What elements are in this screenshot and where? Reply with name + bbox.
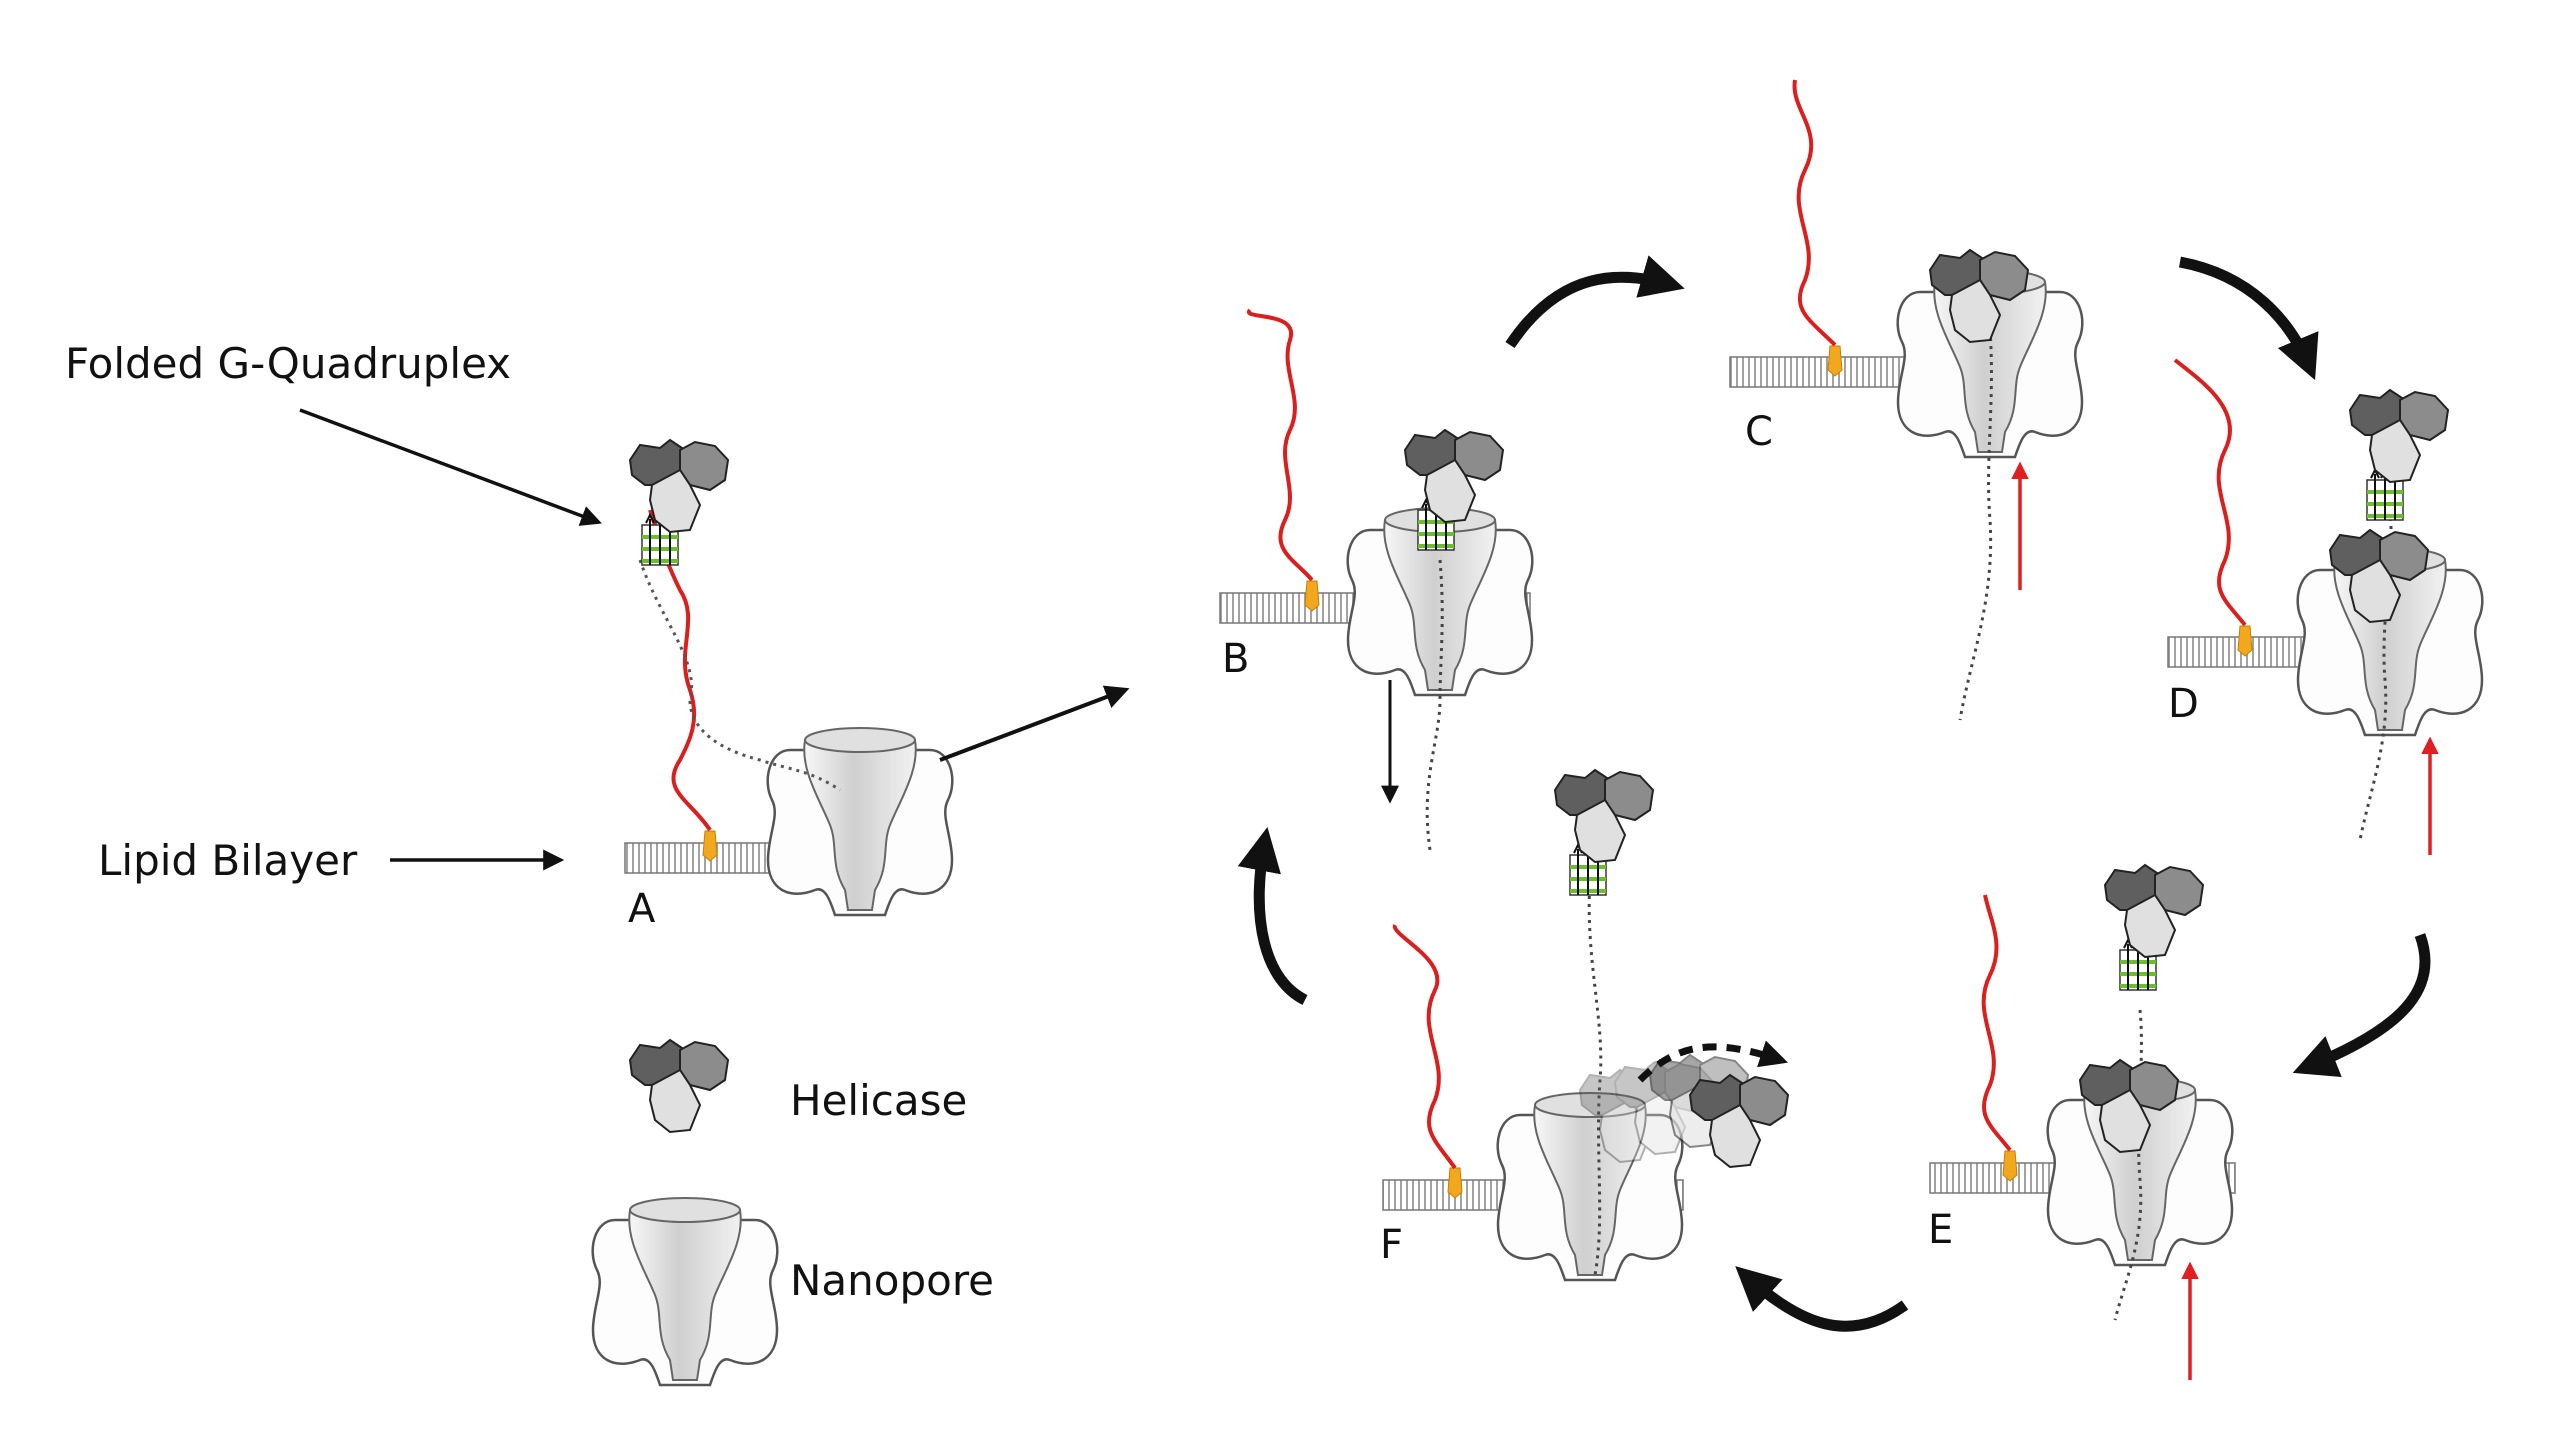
legend-helicase-icon <box>629 1039 729 1133</box>
tether-icon <box>1304 580 1320 612</box>
panel-e: E <box>1928 864 2236 1380</box>
legend-nanopore-icon <box>591 1196 779 1387</box>
lipid-bilayer-annotation: Lipid Bilayer <box>98 836 358 885</box>
dna-strand-red <box>1792 79 1837 347</box>
tether-icon <box>1447 1167 1463 1199</box>
panel-a-label: A <box>628 886 656 932</box>
tether-icon <box>702 830 718 862</box>
panel-b-label: B <box>1222 636 1249 682</box>
panel-b: B <box>1219 308 1534 851</box>
step-arrow-f-to-b <box>1237 827 1308 1005</box>
dna-strand-red <box>1392 924 1457 1170</box>
legend-helicase-label: Helicase <box>790 1076 967 1125</box>
panel-c-label: C <box>1745 409 1773 455</box>
panel-d: D <box>2167 358 2484 855</box>
panel-e-label: E <box>1928 1207 1953 1253</box>
dna-strand-dark <box>1958 329 1993 721</box>
step-arrow-a-to-b <box>939 685 1130 762</box>
panel-f-label: F <box>1380 1222 1403 1268</box>
helicase-icon <box>2104 864 2204 958</box>
panel-f: F <box>1380 769 1789 1282</box>
dna-strand-dark <box>2358 509 2393 841</box>
helicase-icon <box>1689 1074 1789 1168</box>
step-arrow-d-to-e <box>2292 933 2431 1077</box>
step-arrow-e-to-f <box>1735 1266 1909 1332</box>
nanopore-icon <box>766 726 954 917</box>
helicase-release-arrow <box>1637 1040 1788 1083</box>
g-quadruplex-pointer-arrow <box>299 408 602 526</box>
helicase-icon <box>2349 389 2449 483</box>
dna-strand-red <box>1981 894 2012 1152</box>
tether-icon <box>2002 1150 2018 1182</box>
dna-strand-red <box>1246 308 1314 582</box>
panel-c: C <box>1729 79 2084 721</box>
step-arrow-b-to-c <box>1505 255 1685 349</box>
dna-strand-dark <box>2113 1009 2143 1321</box>
legend-nanopore-label: Nanopore <box>790 1256 994 1305</box>
dna-strand-red <box>2173 358 2247 627</box>
tether-icon <box>1827 345 1843 377</box>
legend: Helicase Nanopore <box>591 1039 994 1387</box>
step-arrow-c-to-d <box>2178 256 2319 381</box>
g-quadruplex-annotation: Folded G-Quadruplex <box>65 339 511 388</box>
dna-strand-red <box>648 509 712 832</box>
panel-a: A <box>624 439 954 932</box>
helicase-icon <box>1554 769 1654 863</box>
helicase-icon <box>629 439 729 533</box>
panel-d-label: D <box>2168 681 2199 727</box>
tether-icon <box>2237 625 2253 657</box>
